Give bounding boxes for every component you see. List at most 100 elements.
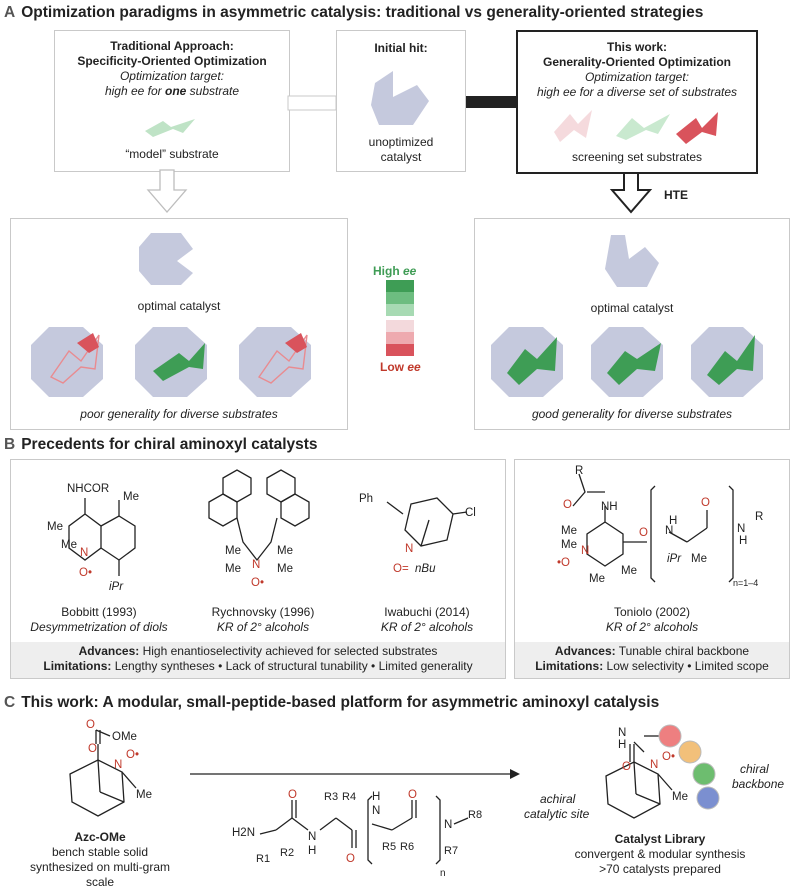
svg-text:N: N xyxy=(405,543,413,555)
section-a-letter: A xyxy=(4,4,16,21)
catalyst-library-name: Catalyst Library xyxy=(614,832,706,846)
svg-text:R7: R7 xyxy=(444,845,458,857)
svg-text:H: H xyxy=(739,535,747,547)
unoptimized-catalyst-shape xyxy=(371,71,429,125)
svg-text:R2: R2 xyxy=(280,847,294,859)
svg-text:N: N xyxy=(581,545,589,557)
svg-text:N: N xyxy=(650,759,658,771)
precedents-right-box: R O NH Me Me N •O Me Me O H N O iPr Me N… xyxy=(514,459,790,679)
svg-text:Cl: Cl xyxy=(465,507,476,519)
svg-text:NHCOR: NHCOR xyxy=(67,483,109,495)
svg-text:Me: Me xyxy=(47,521,63,533)
toniolo-structure: R O NH Me Me N •O Me Me O H N O iPr Me N… xyxy=(557,465,763,588)
svg-text:Me: Me xyxy=(225,545,241,557)
traditional-target: high ee for one substrate xyxy=(104,84,240,98)
svg-text:N: N xyxy=(114,759,122,771)
rychnovsky-use: KR of 2° alcohols xyxy=(216,620,310,634)
svg-text:O: O xyxy=(288,789,297,801)
toniolo-use: KR of 2° alcohols xyxy=(605,620,699,634)
this-work-box: This work: Generality-Oriented Optimizat… xyxy=(516,30,758,174)
svg-text:Me: Me xyxy=(561,525,577,537)
svg-text:H2N: H2N xyxy=(232,827,255,839)
azc-ome-name: Azc-OMe xyxy=(74,830,126,844)
rychnovsky-structure: Me Me Me Me N O• xyxy=(208,469,310,589)
svg-text:O: O xyxy=(563,499,572,511)
model-substrate-label: “model” substrate xyxy=(125,147,219,161)
model-substrate-shape xyxy=(145,119,195,137)
traditional-approach-box: Traditional Approach: Specificity-Orient… xyxy=(54,30,290,172)
iwabuchi-structure: Ph Cl N O= nBu xyxy=(359,493,476,575)
svg-text:N: N xyxy=(252,559,260,571)
svg-text:Me: Me xyxy=(621,565,637,577)
svg-text:R6: R6 xyxy=(400,841,414,853)
unoptimized-label-2: catalyst xyxy=(380,150,422,164)
svg-text:R1: R1 xyxy=(256,853,270,865)
svg-text:O: O xyxy=(346,853,355,865)
svg-text:O•: O• xyxy=(126,749,139,761)
this-work-target-label: Optimization target: xyxy=(584,70,690,84)
svg-text:H: H xyxy=(308,845,316,857)
svg-text:Me: Me xyxy=(123,491,139,503)
optimal-catalyst-right-label: optimal catalyst xyxy=(590,301,674,315)
right-result-box: optimal catalyst good generality for div… xyxy=(474,218,790,430)
traditional-heading-2: Specificity-Oriented Optimization xyxy=(77,54,267,68)
this-work-target: high ee for a diverse set of substrates xyxy=(536,85,738,99)
catalyst-library-line-1: convergent & modular synthesis xyxy=(574,847,746,861)
precedents-right-footer: Advances: Tunable chiral backbone Limita… xyxy=(515,642,789,678)
bobbitt-structure: NHCOR Me Me Me N O• iPr xyxy=(47,483,139,593)
svg-text:R4: R4 xyxy=(342,791,356,803)
high-ee-label: High ee xyxy=(373,264,417,278)
rychnovsky-name: Rychnovsky (1996) xyxy=(211,605,315,619)
precedents-left-footer: Advances: High enantioselectivity achiev… xyxy=(11,642,505,678)
right-advances: Advances: Tunable chiral backbone xyxy=(554,644,750,658)
svg-text:N: N xyxy=(618,727,626,739)
svg-text:N: N xyxy=(80,547,88,559)
poor-generality-complexes xyxy=(31,327,311,397)
svg-text:Me: Me xyxy=(691,553,707,565)
catalytic-site-label: catalytic site xyxy=(524,807,590,821)
svg-text:Me: Me xyxy=(61,539,77,551)
bobbitt-use: Desymmetrization of diols xyxy=(30,620,168,634)
low-ee-label: Low ee xyxy=(380,360,421,374)
svg-text:H: H xyxy=(618,739,626,751)
section-c-letter: C xyxy=(4,694,16,711)
svg-text:O: O xyxy=(88,743,97,755)
iwabuchi-name: Iwabuchi (2014) xyxy=(384,605,470,619)
svg-text:Me: Me xyxy=(561,539,577,551)
optimal-catalyst-right-shape xyxy=(605,235,659,287)
ee-color-scale xyxy=(386,280,414,356)
reaction-arrow xyxy=(190,769,520,779)
azc-ome-structure: O OMe O N O• Me xyxy=(69,719,152,817)
svg-text:N: N xyxy=(444,819,452,831)
optimal-catalyst-left-label: optimal catalyst xyxy=(137,299,221,313)
iwabuchi-use: KR of 2° alcohols xyxy=(380,620,474,634)
svg-text:Me: Me xyxy=(589,573,605,585)
svg-text:N: N xyxy=(665,525,673,537)
unoptimized-label-1: unoptimized xyxy=(368,135,434,149)
svg-text:iPr: iPr xyxy=(109,581,124,593)
svg-text:R5: R5 xyxy=(382,841,396,853)
svg-text:Me: Me xyxy=(672,791,688,803)
svg-text:Me: Me xyxy=(277,545,293,557)
svg-text:H: H xyxy=(372,791,380,803)
chiral-label: chiral xyxy=(740,762,769,776)
catalyst-library-structure: N H O N O• Me xyxy=(605,727,688,819)
svg-text:O: O xyxy=(86,719,95,731)
section-b-letter: B xyxy=(4,436,16,453)
left-result-box: optimal catalyst poor generality for div… xyxy=(10,218,348,430)
this-work-heading-2: Generality-Oriented Optimization xyxy=(542,55,732,69)
poor-generality-caption: poor generality for diverse substrates xyxy=(80,407,278,421)
initial-hit-heading: Initial hit: xyxy=(374,41,428,55)
svg-text:NH: NH xyxy=(601,501,618,513)
left-limitations: Limitations: Lengthy syntheses • Lack of… xyxy=(43,659,473,673)
svg-text:OMe: OMe xyxy=(112,731,137,743)
backbone-label: backbone xyxy=(732,777,785,791)
initial-hit-box: Initial hit: unoptimized catalyst xyxy=(336,30,466,172)
left-advances: Advances: High enantioselectivity achiev… xyxy=(78,644,438,658)
svg-text:R8: R8 xyxy=(468,809,482,821)
peptide-structure: H2N O R1 R2 N H R3 R4 O H N R5 R6 O n N … xyxy=(232,789,482,879)
svg-text:O•: O• xyxy=(662,751,675,763)
